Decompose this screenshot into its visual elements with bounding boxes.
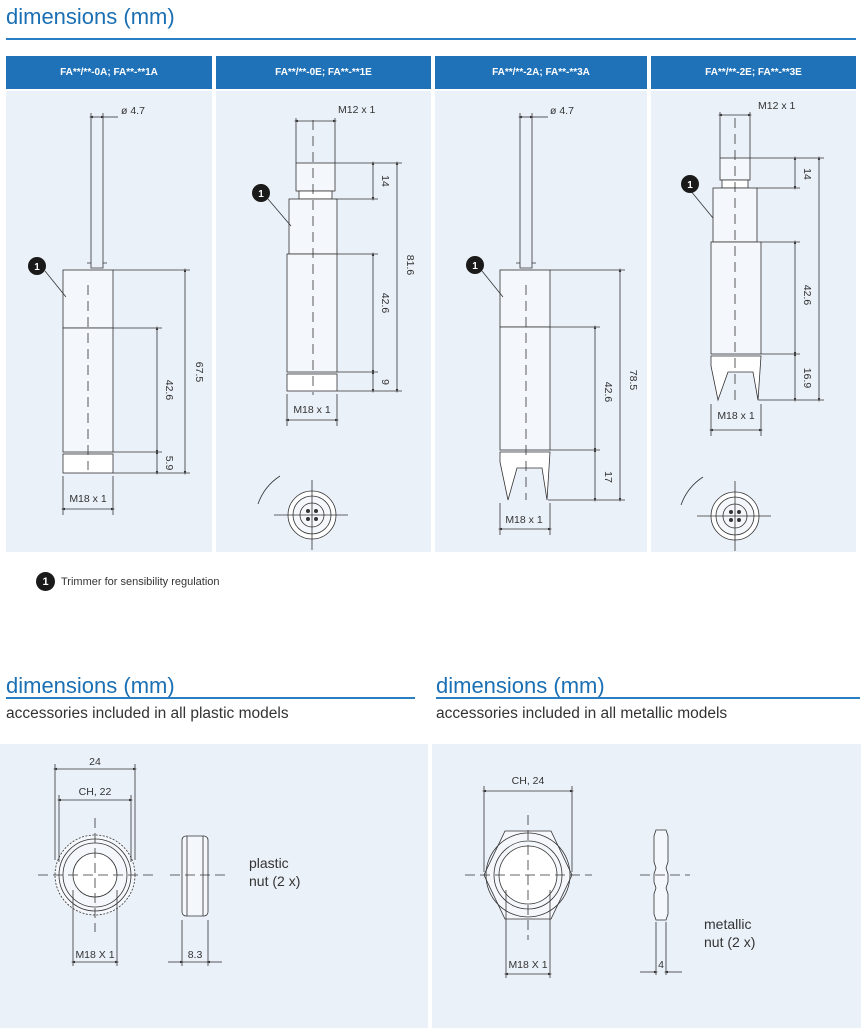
trimmer-badge-1: 1 [28,257,46,275]
dim-thread-3: M18 x 1 [505,514,543,526]
dim-end-2: 9 [379,379,391,385]
trimmer-badge-4: 1 [681,175,699,193]
dim-total-3: 78.5 [627,370,639,391]
dim-body-3: 42.6 [602,382,614,403]
svg-text:1: 1 [472,261,478,272]
dim-end-4: 16.9 [801,368,813,389]
sensor-drawing-3 [481,113,551,501]
metallic-title-rule [436,697,860,699]
sensor-drawing-2 [257,120,348,550]
dim-total-2: 81.6 [404,255,416,276]
metallic-subtitle: accessories included in all metallic mod… [436,705,728,722]
metallic-nut-label-line1: metallic [704,916,751,932]
dim-body-1: 42.6 [163,380,175,401]
dim-top-2: 14 [379,175,391,187]
dim-cable-3: ø 4.7 [550,105,574,117]
dim-thread-4: M18 x 1 [717,410,755,422]
plastic-nut-label-line1: plastic [249,855,289,871]
metallic-section-title: dimensions (mm) [436,673,605,698]
legend-badge: 1 [36,572,55,591]
plastic-nut-label-line2: nut (2 x) [249,873,300,889]
legend-text: Trimmer for sensibility regulation [61,575,220,588]
dim-thread-1: M18 x 1 [69,493,107,505]
plastic-title-rule [6,697,415,699]
plastic-section-title: dimensions (mm) [6,673,175,698]
dim-conn-2: M12 x 1 [338,104,376,116]
metallic-nut-label-line2: nut (2 x) [704,934,755,950]
trimmer-badge-2: 1 [252,184,270,202]
dim-thread-2: M18 x 1 [293,404,331,416]
dim-conn-4: M12 x 1 [758,100,796,112]
section-title: dimensions (mm) [6,4,175,29]
metallic-thread-dim: M18 X 1 [508,959,547,971]
svg-text:1: 1 [258,189,264,200]
sensor-drawing-4 [680,118,771,551]
metallic-nut-side [640,829,690,921]
plastic-ch-dim: CH, 22 [79,786,112,798]
title-rule [6,38,856,40]
plastic-nut-front [38,818,155,932]
plastic-nut-side [170,835,225,917]
dim-top-4: 14 [801,168,813,180]
sensor-drawings: 1 1 1 1 ø 4.7 67.5 42.6 5.9 M18 x 1 M12 … [28,100,824,551]
dim-end-3: 17 [602,471,614,483]
column-header-4: FA**/**-2E; FA**-**3E [651,56,856,89]
legend: 1 Trimmer for sensibility regulation [36,572,220,591]
plastic-thickness-dim: 8.3 [188,949,203,961]
dim-body-4: 42.6 [801,285,813,306]
dim-total-1: 67.5 [193,362,205,383]
metallic-thickness-dim: 4 [658,959,664,971]
sensor-drawing-1 [44,113,114,474]
plastic-outer-dim: 24 [89,756,101,768]
dim-cable-1: ø 4.7 [121,105,145,117]
plastic-subtitle: accessories included in all plastic mode… [6,705,289,722]
svg-text:1: 1 [687,180,693,191]
column-header-2: FA**/**-0E; FA**-**1E [216,56,431,89]
trimmer-badge-3: 1 [466,256,484,274]
dim-end-1: 5.9 [163,456,175,471]
plastic-thread-dim: M18 X 1 [75,949,114,961]
svg-text:1: 1 [34,262,40,273]
metallic-ch-dim: CH, 24 [512,775,545,787]
column-header-3: FA**/**-2A; FA**-**3A [435,56,647,89]
column-header-1: FA**/**-0A; FA**-**1A [6,56,212,89]
dim-body-2: 42.6 [379,293,391,314]
